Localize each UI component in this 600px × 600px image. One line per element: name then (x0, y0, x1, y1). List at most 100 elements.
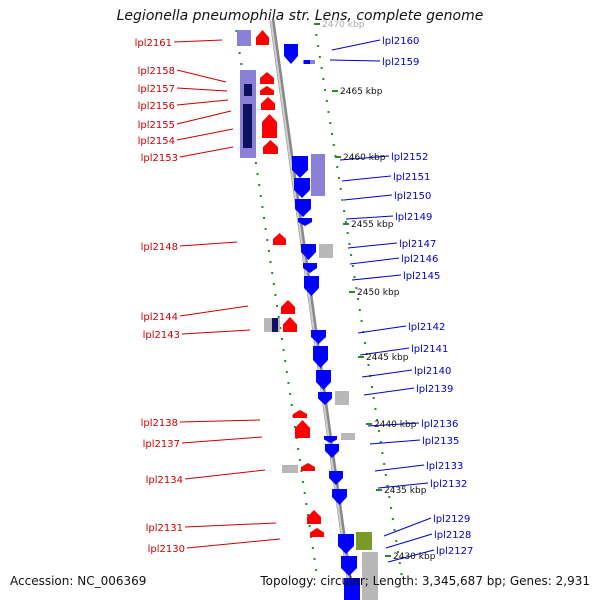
accession-label: Accession: NC_006369 (10, 574, 147, 588)
leader-lpl2161 (173, 39, 223, 43)
cds-block-lpl2161 (237, 30, 251, 46)
gene-label-lpl2161: lpl2161 (135, 38, 172, 49)
gene-label-lpl2150: lpl2150 (394, 191, 431, 202)
gene-arrow-lpl2143 (283, 317, 297, 332)
gene-arrow-lpl2138 (293, 410, 307, 418)
track-dot (358, 309, 361, 311)
gene-label-lpl2128: lpl2128 (434, 530, 471, 541)
leader-lpl2153 (179, 146, 234, 158)
gene-arrow-lpl2145 (304, 276, 319, 296)
track-dot (383, 463, 386, 465)
scale-label-2445-kbp: 2445 kbp (366, 353, 409, 363)
track-dot (269, 261, 272, 263)
leader-lpl2134 (184, 469, 266, 480)
leader-lpl2137 (181, 436, 263, 444)
track-dot (364, 342, 367, 344)
gene-label-lpl2154: lpl2154 (138, 136, 175, 147)
gene-label-lpl2148: lpl2148 (141, 242, 178, 253)
cds-block (243, 104, 252, 148)
leader-lpl2138 (179, 419, 261, 423)
leader-lpl2159 (329, 59, 381, 62)
track-dot (381, 452, 384, 454)
gene-label-lpl2139: lpl2139 (416, 384, 453, 395)
gene-arrow-lpl2136 (324, 436, 337, 443)
leader-lpl2129 (383, 517, 432, 537)
track-dot (266, 239, 269, 241)
track-dot (337, 177, 340, 179)
cds-block (304, 60, 310, 64)
leader-lpl2131 (184, 522, 277, 528)
genome-title: Legionella pneumophila str. Lens, comple… (116, 8, 484, 24)
track-dot (367, 364, 370, 366)
track-dot (393, 529, 396, 531)
track-dot (256, 173, 259, 175)
track-dot (397, 551, 400, 553)
track-dot (343, 210, 346, 212)
track-dot (339, 188, 342, 190)
scale-label-2430-kbp: 2430 kbp (393, 552, 436, 562)
gene-label-lpl2157: lpl2157 (138, 84, 175, 95)
leader-lpl2158 (176, 69, 227, 83)
gene-label-lpl2141: lpl2141 (411, 344, 448, 355)
gene-arrow-lpl2127 (341, 556, 357, 576)
leader-lpl2149 (345, 215, 394, 220)
gene-label-lpl2156: lpl2156 (138, 101, 175, 112)
leader-lpl2155 (176, 110, 232, 125)
track-dot (280, 338, 283, 340)
track-dot (298, 459, 301, 461)
gene-label-lpl2147: lpl2147 (399, 239, 436, 250)
gene-label-lpl2131: lpl2131 (146, 523, 183, 534)
leader-lpl2130 (186, 538, 281, 549)
track-dot (290, 404, 293, 406)
track-dot (267, 250, 270, 252)
gene-arrow-lpl2134 (301, 463, 315, 471)
track-dot (313, 558, 316, 560)
leader-lpl2157 (176, 87, 228, 92)
track-dot (261, 206, 264, 208)
scale-label-2440-kbp: 2440 kbp (374, 420, 417, 430)
cds-block-lpl2125 (344, 578, 360, 600)
track-dot (377, 430, 380, 432)
gene-arrow-lpl2141 (313, 346, 328, 368)
gene-arrow-lpl2160 (284, 44, 298, 64)
track-dot (398, 562, 401, 564)
gene-arrow-lpl2140 (316, 370, 331, 390)
track-dot (331, 133, 334, 135)
gene-label-lpl2134: lpl2134 (146, 475, 183, 486)
track-dot (355, 287, 358, 289)
track-dot (390, 507, 393, 509)
track-dot (376, 419, 379, 421)
track-dot (395, 540, 398, 542)
track-dot (305, 503, 308, 505)
leader-lpl2139 (363, 387, 415, 396)
scale-label-2455-kbp: 2455 kbp (351, 220, 394, 230)
gene-label-lpl2159: lpl2159 (382, 57, 419, 68)
label-leaders (173, 39, 435, 563)
gene-label-lpl2146: lpl2146 (401, 254, 438, 265)
gene-arrow-lpl2148 (273, 233, 286, 245)
track-dot (329, 122, 332, 124)
track-dot (264, 228, 267, 230)
track-dot (341, 199, 344, 201)
gene-label-lpl2133: lpl2133 (426, 461, 463, 472)
track-dot (360, 320, 363, 322)
leader-lpl2154 (176, 128, 234, 141)
track-dot (254, 162, 257, 164)
gene-features (237, 30, 378, 600)
cds-block-lpl2126 (362, 552, 378, 600)
leader-lpl2136 (367, 422, 420, 427)
track-dot (302, 481, 305, 483)
leader-lpl2146 (349, 257, 400, 265)
gene-arrow-lpl2135 (325, 444, 339, 458)
cds-block-lpl2134 (282, 465, 298, 473)
gene-label-lpl2153: lpl2153 (141, 153, 178, 164)
gene-label-lpl2142: lpl2142 (408, 322, 445, 333)
track-dot (315, 34, 318, 36)
track-dot (332, 144, 335, 146)
track-dot (274, 294, 277, 296)
track-dot (306, 514, 309, 516)
track-dot (240, 63, 243, 65)
gene-label-lpl2136: lpl2136 (421, 419, 458, 430)
track-dot (284, 360, 287, 362)
